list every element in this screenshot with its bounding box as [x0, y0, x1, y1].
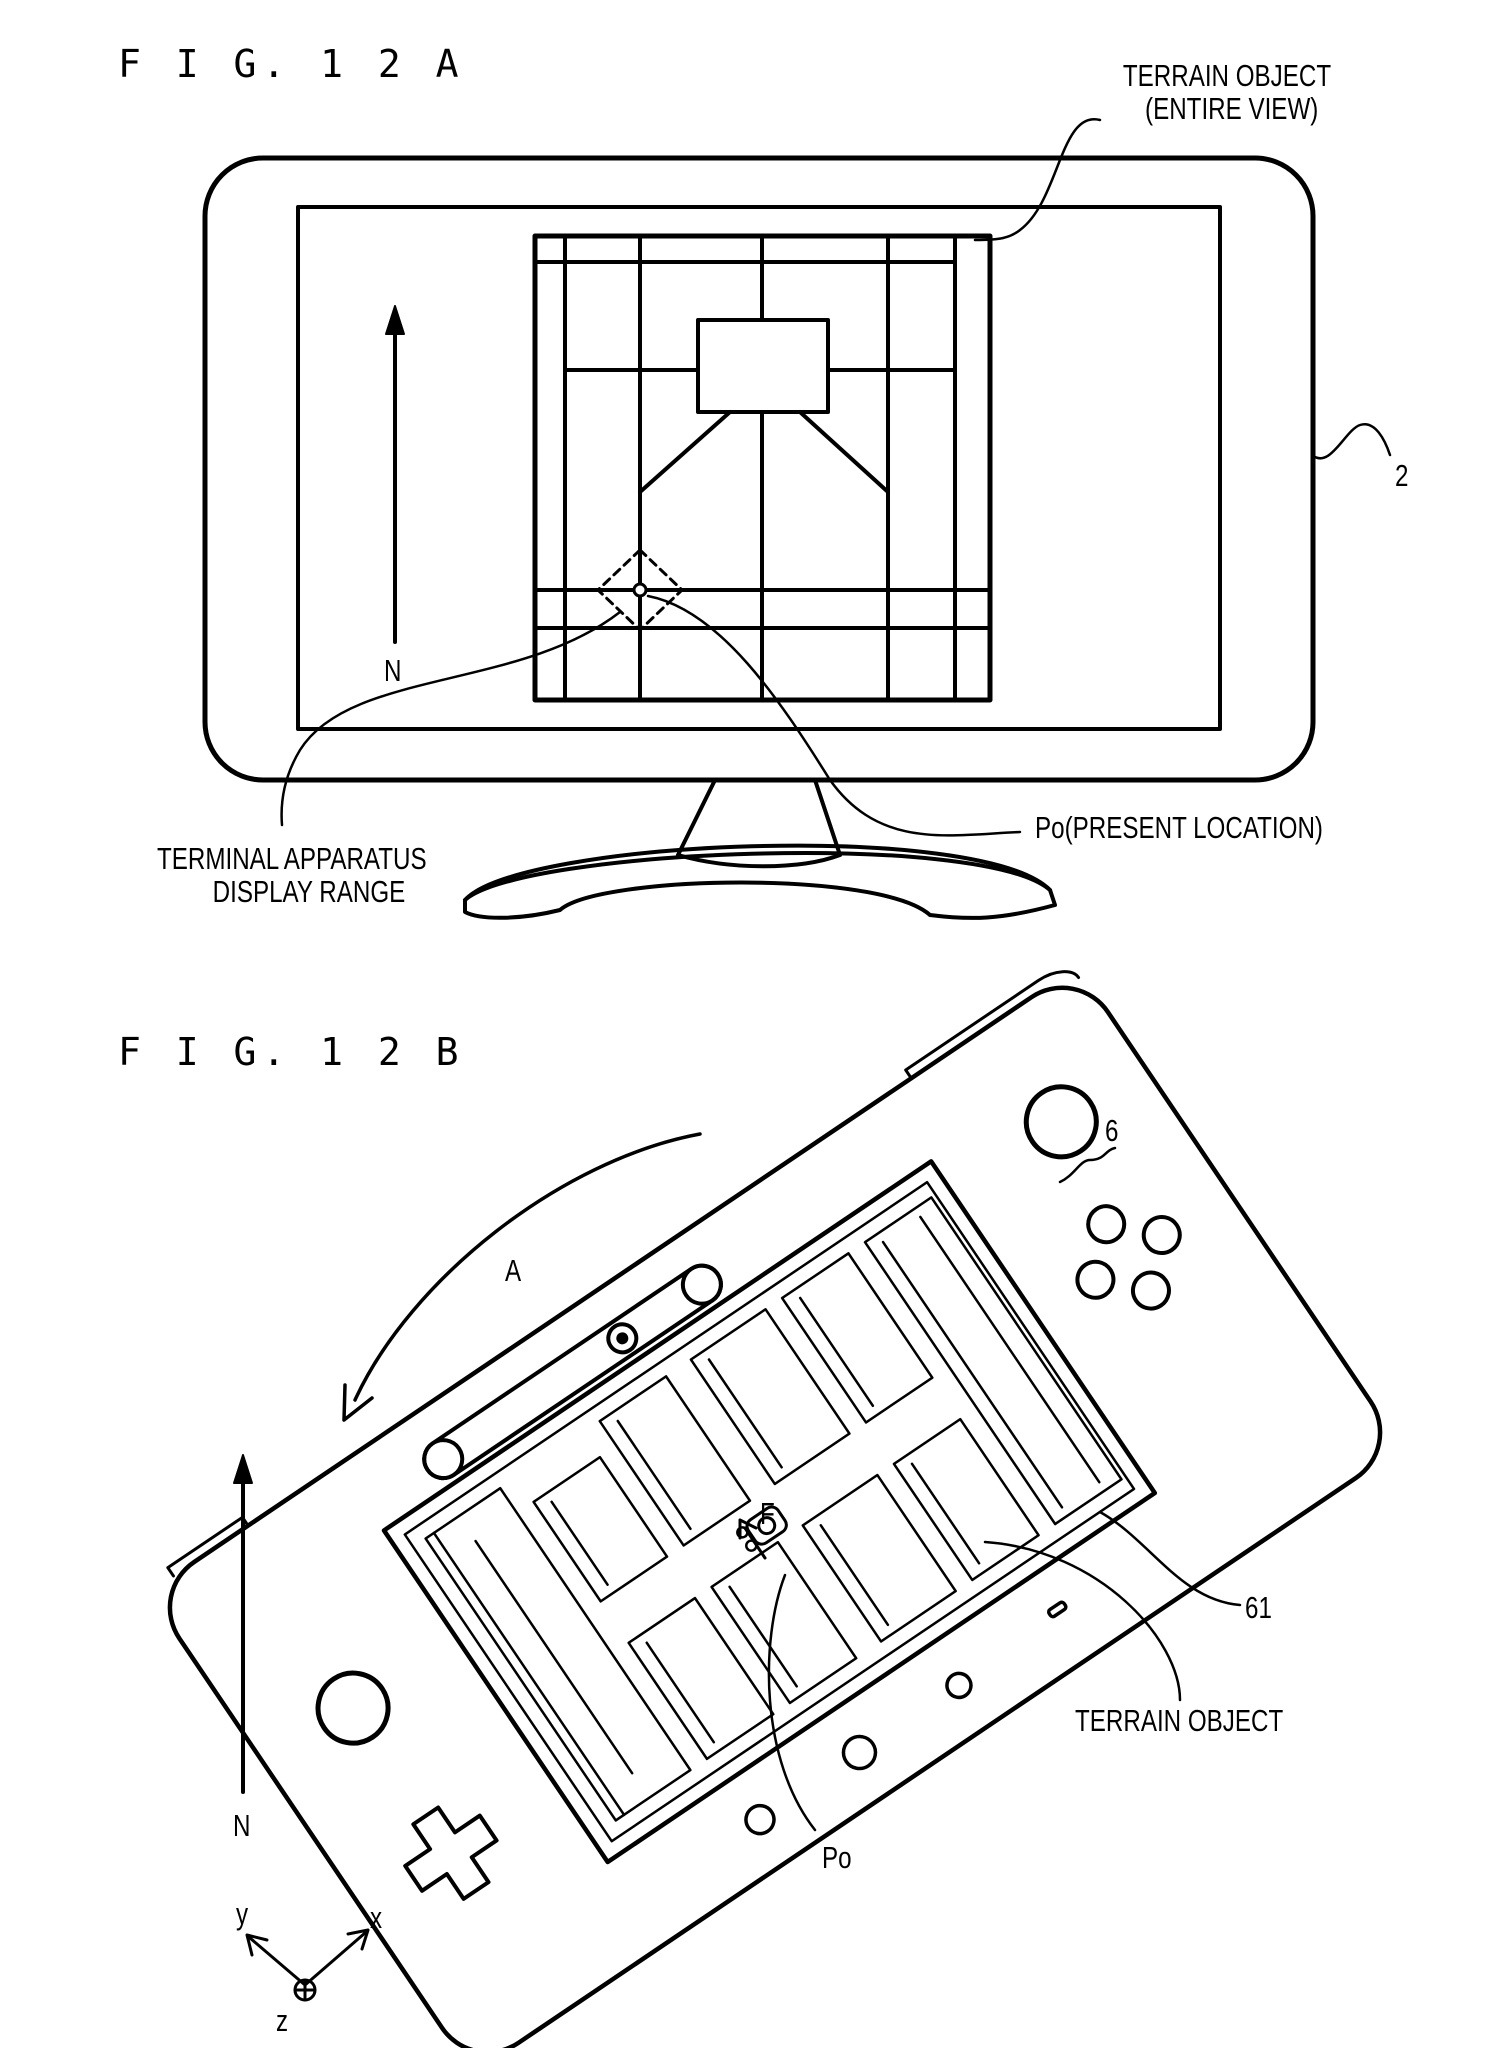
label-po: Po — [822, 1840, 852, 1875]
facing-arrow-f — [738, 1518, 767, 1560]
label-terrain-object: TERRAIN OBJECT — [1075, 1703, 1284, 1738]
leader-ref-61 — [1098, 1510, 1242, 1607]
leader-terrain — [973, 118, 1102, 242]
face-buttons — [1075, 1204, 1182, 1311]
leader-ref-6 — [1058, 1146, 1117, 1184]
label-axis-y: y — [236, 1896, 249, 1931]
leader-po-b — [767, 1573, 817, 1832]
label-ref-61: 61 — [1245, 1590, 1272, 1625]
left-analog-stick — [315, 1670, 391, 1746]
handheld-terminal-icon — [166, 970, 1383, 2048]
label-facing-f: F — [760, 1496, 775, 1531]
terrain-map-entire-view — [532, 233, 993, 703]
label-terrain-line2: (ENTIRE VIEW) — [1145, 90, 1319, 126]
label-terrain-object-entire-view: TERRAIN OBJECT (ENTIRE VIEW) — [1110, 58, 1344, 126]
label-ref-2: 2 — [1395, 458, 1409, 493]
right-analog-stick — [1023, 1084, 1099, 1160]
leader-ref-2 — [1310, 423, 1392, 460]
dpad-icon — [403, 1805, 499, 1901]
label-ref-6: 6 — [1105, 1113, 1119, 1148]
label-range-line2: DISPLAY RANGE — [212, 873, 406, 909]
leader-po — [646, 594, 1022, 837]
monitor-screen — [296, 205, 1222, 731]
label-terrain-line1: TERRAIN OBJECT — [1122, 58, 1332, 93]
label-axis-z: z — [276, 2003, 289, 2038]
north-arrow-b — [233, 1454, 253, 1794]
figure-title-a: F I G. 1 2 A — [118, 42, 465, 86]
display-range-marker — [596, 548, 684, 632]
present-location-marker — [632, 582, 648, 598]
leader-range — [280, 610, 622, 827]
label-present-location: Po(PRESENT LOCATION) — [1035, 810, 1323, 845]
figure-title-b: F I G. 1 2 B — [118, 1030, 465, 1074]
label-range-line1: TERMINAL APPARATUS — [156, 841, 427, 876]
monitor-icon — [202, 155, 1316, 920]
terminal-screen — [381, 1159, 1158, 1865]
label-axis-x: x — [370, 1900, 383, 1935]
stylus-slot — [422, 1263, 723, 1481]
label-rotation-a: A — [505, 1253, 522, 1288]
terrain-on-screen — [424, 1196, 1123, 1822]
north-arrow-a — [385, 305, 405, 644]
camera-icon — [606, 1322, 639, 1355]
leader-terrain-b — [983, 1540, 1182, 1702]
terminal-body — [167, 985, 1383, 2048]
label-north-b: N — [233, 1808, 251, 1843]
monitor-bezel — [202, 155, 1316, 783]
axis-indicator — [245, 1928, 370, 2002]
function-buttons — [744, 1600, 1068, 1836]
rotation-arrow-a — [342, 1132, 702, 1422]
label-terminal-display-range: TERMINAL APPARATUS DISPLAY RANGE — [128, 841, 456, 909]
label-north-a: N — [384, 653, 402, 688]
